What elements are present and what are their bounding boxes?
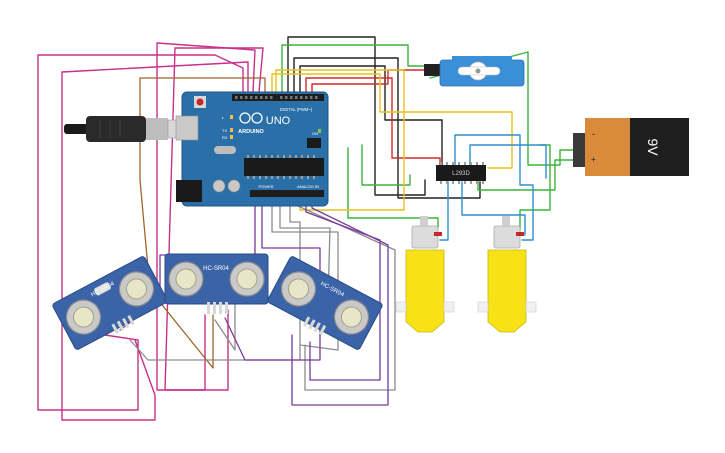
wire-gray-1 — [271, 195, 339, 351]
arduino-logo — [239, 112, 263, 124]
wire-blue-1 — [454, 134, 534, 241]
wire-blue-4 — [461, 181, 526, 236]
battery-minus: - — [592, 129, 595, 139]
motor-driver-chip: L293D — [436, 162, 486, 184]
wire-green-6 — [361, 144, 411, 186]
wire-brown — [139, 77, 266, 369]
wire-yellow-2 — [275, 69, 405, 211]
on-label: ON — [312, 131, 318, 136]
wire-red-1 — [305, 77, 441, 169]
wire-yellow-1 — [271, 73, 513, 169]
servo-motor — [424, 56, 525, 87]
capacitor-1 — [212, 179, 226, 193]
analog-label: ANALOG IN — [297, 184, 319, 189]
ultrasonic-sensor-left: HC-SR04 — [52, 256, 168, 350]
power-label: POWER — [258, 184, 273, 189]
wire-black-1 — [287, 36, 426, 196]
rx-label: RX — [222, 135, 228, 140]
usb-jack — [175, 115, 199, 141]
dc-motor-left — [395, 216, 455, 333]
ultrasonic-sensor-middle: HC-SR04 — [164, 253, 269, 314]
battery-label: 9V — [645, 138, 661, 156]
atmega-chip — [244, 158, 324, 176]
wire-green-3 — [347, 147, 439, 229]
driver-chip-label: L293D — [452, 171, 470, 177]
usb-cable — [64, 116, 189, 142]
digital-label: DIGITAL (PWM~) — [280, 107, 313, 112]
ultrasonic-sensor-right: HC-SR04 — [267, 256, 383, 350]
wire-magenta-1 — [37, 54, 244, 411]
wire-magenta-3 — [156, 42, 256, 391]
wire-blue-2 — [469, 144, 547, 179]
wire-magenta-2 — [61, 61, 249, 421]
power-analog-header — [250, 190, 324, 197]
power-jack — [176, 180, 202, 202]
sensor-middle-label: HC-SR04 — [203, 266, 229, 272]
l-label: L — [222, 115, 225, 120]
battery-9v: - + 9V — [573, 118, 689, 176]
crystal — [214, 146, 236, 154]
tx-label: TX — [222, 128, 227, 133]
capacitor-2 — [227, 179, 241, 193]
dc-motor-right — [477, 216, 537, 333]
wire-green-1 — [281, 44, 429, 93]
battery-plus: + — [591, 155, 596, 164]
arduino-uno-board: ARDUINO UNO DIGITAL (PWM~) TX RX L ON — [175, 91, 329, 207]
wire-magenta-4 — [164, 47, 264, 391]
wire-green-5 — [477, 159, 576, 191]
model-label: UNO — [266, 115, 291, 127]
wire-black-2 — [293, 57, 481, 199]
wire-blue-3 — [439, 181, 449, 241]
digital-pins — [235, 96, 318, 99]
digital-header — [232, 94, 324, 101]
brand-label: ARDUINO — [238, 129, 264, 135]
